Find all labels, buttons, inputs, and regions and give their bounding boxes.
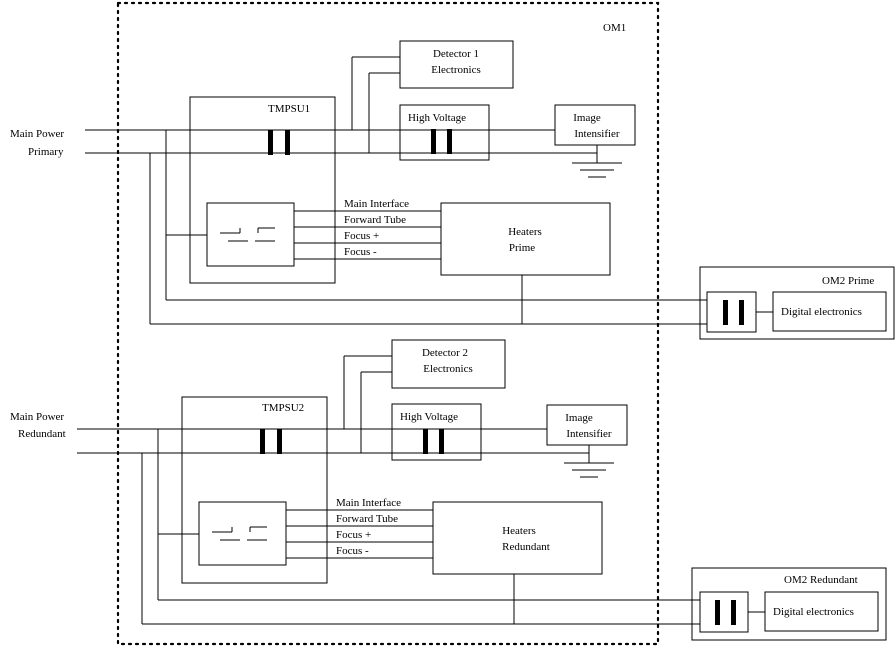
tmpsu2-converter bbox=[198, 501, 287, 566]
digital-electronics-prime-box bbox=[772, 291, 887, 332]
high-voltage-1-box bbox=[399, 104, 490, 161]
om2-prime-label: OM2 Prime bbox=[822, 275, 874, 287]
detector1-label-1: Detector 1 bbox=[433, 48, 479, 60]
tmpsu1-box bbox=[189, 96, 336, 284]
om2-redundant-capacitor-left bbox=[715, 600, 720, 625]
tmpsu1-label: TMPSU1 bbox=[268, 103, 310, 115]
heaters-prime-label-1: Heaters bbox=[508, 226, 542, 238]
detector1-label-2: Electronics bbox=[431, 64, 480, 76]
detector2-label-2: Electronics bbox=[423, 363, 472, 375]
om1-label: OM1 bbox=[603, 22, 626, 34]
digital-electronics-redundant-label: Digital electronics bbox=[773, 606, 854, 618]
image-intensifier-2-label-1: Image bbox=[565, 412, 593, 424]
detector1-box bbox=[399, 40, 514, 89]
hv2-capacitor-left bbox=[423, 429, 428, 454]
signal-focus-minus-1: Focus - bbox=[344, 246, 377, 258]
tmpsu1-converter bbox=[206, 202, 295, 267]
image-intensifier-2-box bbox=[546, 404, 628, 446]
high-voltage-2-box bbox=[391, 403, 482, 461]
primary-chain: Main Power Primary TMPSU1 Main Interface… bbox=[10, 40, 895, 340]
om2-redundant-box bbox=[691, 567, 887, 641]
image-intensifier-1-box bbox=[554, 104, 636, 146]
image-intensifier-1-label-2: Intensifier bbox=[574, 128, 620, 140]
tmpsu1-capacitor-left bbox=[268, 130, 273, 155]
signal-main-interface-1: Main Interface bbox=[344, 198, 409, 210]
heaters-redundant-label-2: Redundant bbox=[502, 541, 550, 553]
tmpsu1-capacitor-right bbox=[285, 130, 290, 155]
hv2-capacitor-right bbox=[439, 429, 444, 454]
om2-redundant-label: OM2 Redundant bbox=[784, 574, 858, 586]
heaters-redundant-label-1: Heaters bbox=[502, 525, 536, 537]
signal-focus-plus-1: Focus + bbox=[344, 230, 379, 242]
hv1-capacitor-left bbox=[431, 129, 436, 154]
digital-electronics-redundant-box bbox=[764, 591, 879, 632]
main-power-redundant-label-2: Redundant bbox=[18, 428, 66, 440]
heaters-prime-label-2: Prime bbox=[509, 242, 535, 254]
main-power-primary-label-2: Primary bbox=[28, 146, 64, 158]
signal-forward-tube-2: Forward Tube bbox=[336, 513, 398, 525]
detector2-box bbox=[391, 339, 506, 389]
signal-main-interface-2: Main Interface bbox=[336, 497, 401, 509]
redundant-chain: Main Power Redundant TMPSU2 Main Interfa… bbox=[10, 339, 887, 641]
main-power-redundant-label-1: Main Power bbox=[10, 411, 64, 423]
signal-focus-plus-2: Focus + bbox=[336, 529, 371, 541]
signal-forward-tube-1: Forward Tube bbox=[344, 214, 406, 226]
image-intensifier-1-label-1: Image bbox=[573, 112, 601, 124]
om2-prime-capacitor-right bbox=[739, 300, 744, 325]
digital-electronics-prime-label: Digital electronics bbox=[781, 306, 862, 318]
om2-redundant-capacitor-right bbox=[731, 600, 736, 625]
tmpsu2-box bbox=[181, 396, 328, 584]
heaters-prime-box bbox=[440, 202, 611, 276]
main-power-primary-label-1: Main Power bbox=[10, 128, 64, 140]
high-voltage-1-label: High Voltage bbox=[408, 112, 466, 124]
om2-prime-capacitor-left bbox=[723, 300, 728, 325]
heaters-redundant-box bbox=[432, 501, 603, 575]
tmpsu2-capacitor-left bbox=[260, 429, 265, 454]
hv1-capacitor-right bbox=[447, 129, 452, 154]
detector2-label-1: Detector 2 bbox=[422, 347, 468, 359]
om2-prime-box bbox=[699, 266, 895, 340]
image-intensifier-2-label-2: Intensifier bbox=[566, 428, 612, 440]
tmpsu2-capacitor-right bbox=[277, 429, 282, 454]
tmpsu2-label: TMPSU2 bbox=[262, 402, 304, 414]
signal-focus-minus-2: Focus - bbox=[336, 545, 369, 557]
high-voltage-2-label: High Voltage bbox=[400, 411, 458, 423]
